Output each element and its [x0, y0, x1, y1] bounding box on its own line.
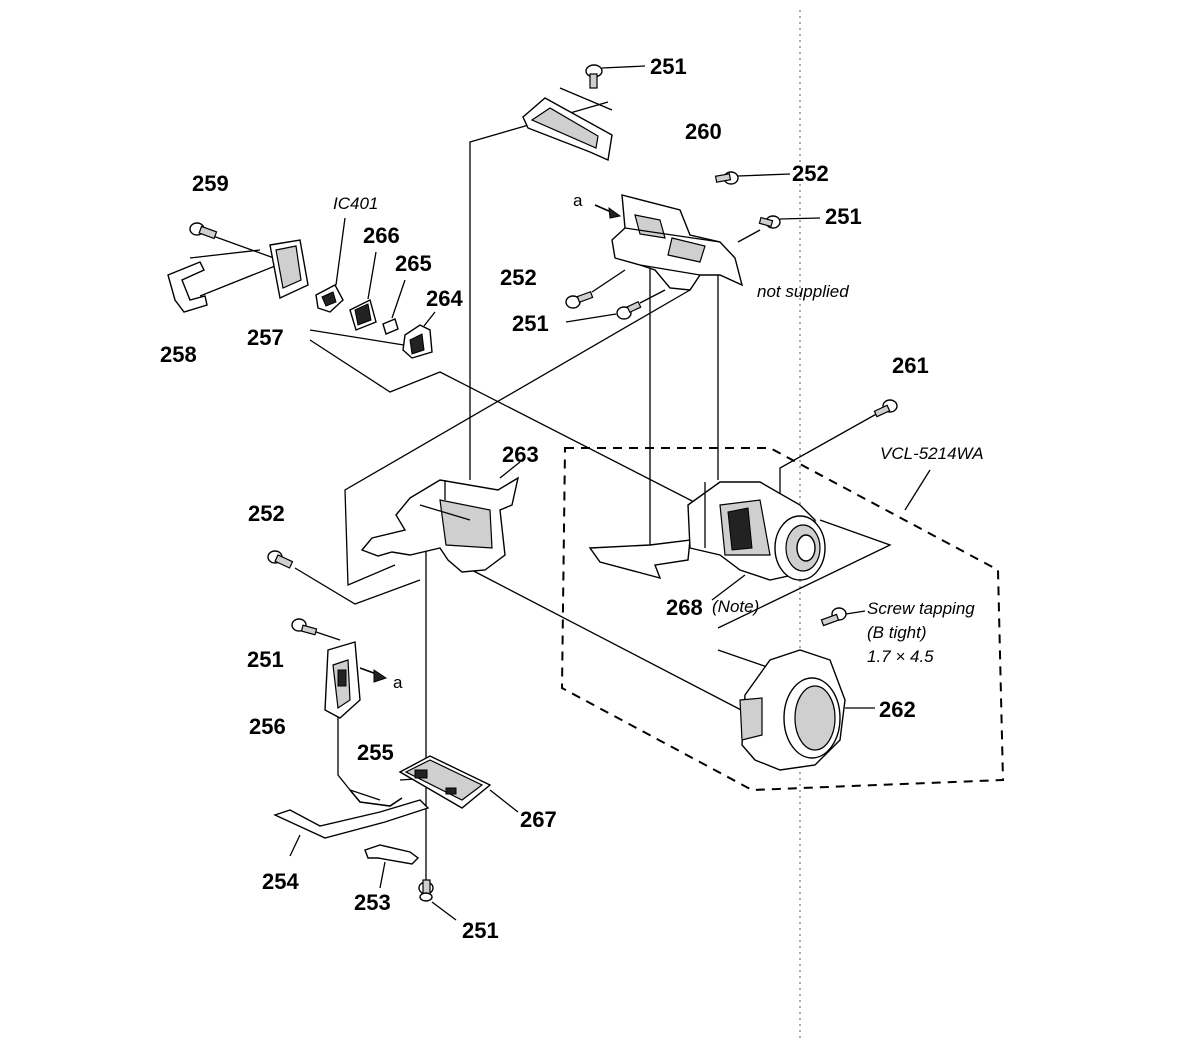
part-265: [382, 279, 406, 335]
screw-251-mid: [565, 289, 666, 323]
label-268: 268: [666, 595, 703, 620]
screw-251-right: [737, 215, 821, 243]
screw-251-top: [585, 64, 646, 89]
label-260: 260: [685, 119, 722, 144]
screw-252-right: [714, 171, 791, 185]
label-251-right: 251: [825, 204, 862, 229]
label-261: 261: [892, 353, 929, 378]
part-266: [349, 251, 377, 331]
label-255: 255: [357, 740, 394, 765]
label-259: 259: [192, 171, 229, 196]
rear-bracket: [594, 194, 744, 291]
note-not-supplied: not supplied: [757, 282, 849, 301]
note-ic401: IC401: [333, 194, 378, 213]
part-260-bracket: [522, 87, 613, 162]
note-screw-line3: 1.7 × 4.5: [867, 647, 934, 666]
ref-a-top: a: [573, 191, 583, 210]
label-262: 262: [879, 697, 916, 722]
label-252-mid: 252: [500, 265, 537, 290]
screw-251-left: [291, 618, 341, 641]
screw-252-left: [267, 550, 294, 569]
label-264: 264: [426, 286, 463, 311]
part-253-cable: [364, 844, 420, 889]
note-vcl: VCL-5214WA: [880, 444, 984, 463]
part-ic401: [315, 217, 346, 313]
label-251-mid: 251: [512, 311, 549, 336]
part-268-lens-block: [588, 481, 826, 601]
part-254-cable: [273, 799, 430, 857]
ref-a-bottom: a: [393, 673, 403, 692]
label-253: 253: [354, 890, 391, 915]
label-254: 254: [262, 869, 299, 894]
note-268: (Note): [712, 597, 759, 616]
label-265: 265: [395, 251, 432, 276]
label-251-left: 251: [247, 647, 284, 672]
label-258: 258: [160, 342, 197, 367]
part-255-cable: [349, 789, 403, 807]
screw-261: [873, 399, 898, 418]
label-252-left: 252: [248, 501, 285, 526]
label-257: 257: [247, 325, 284, 350]
label-252-right: 252: [792, 161, 829, 186]
label-266: 266: [363, 223, 400, 248]
label-251-bottom: 251: [462, 918, 499, 943]
part-263-frame: [360, 461, 521, 573]
part-264: [402, 311, 436, 359]
part-258: [167, 261, 208, 313]
part-267-board: [398, 755, 519, 813]
screw-251-bottom: [418, 879, 457, 921]
part-256: [324, 641, 388, 719]
screw-259: [189, 222, 218, 240]
label-267: 267: [520, 807, 557, 832]
label-256: 256: [249, 714, 286, 739]
note-screw-line2: (B tight): [867, 623, 927, 642]
screw-tapping: [820, 607, 866, 627]
screw-252-mid: [565, 269, 626, 309]
label-263: 263: [502, 442, 539, 467]
part-257: [269, 239, 309, 300]
label-251-top: 251: [650, 54, 687, 79]
vcl-leader: [904, 469, 931, 511]
part-262-cover: [739, 649, 875, 771]
note-screw-line1: Screw tapping: [867, 599, 975, 618]
lens-unit-boundary: [560, 447, 1005, 792]
